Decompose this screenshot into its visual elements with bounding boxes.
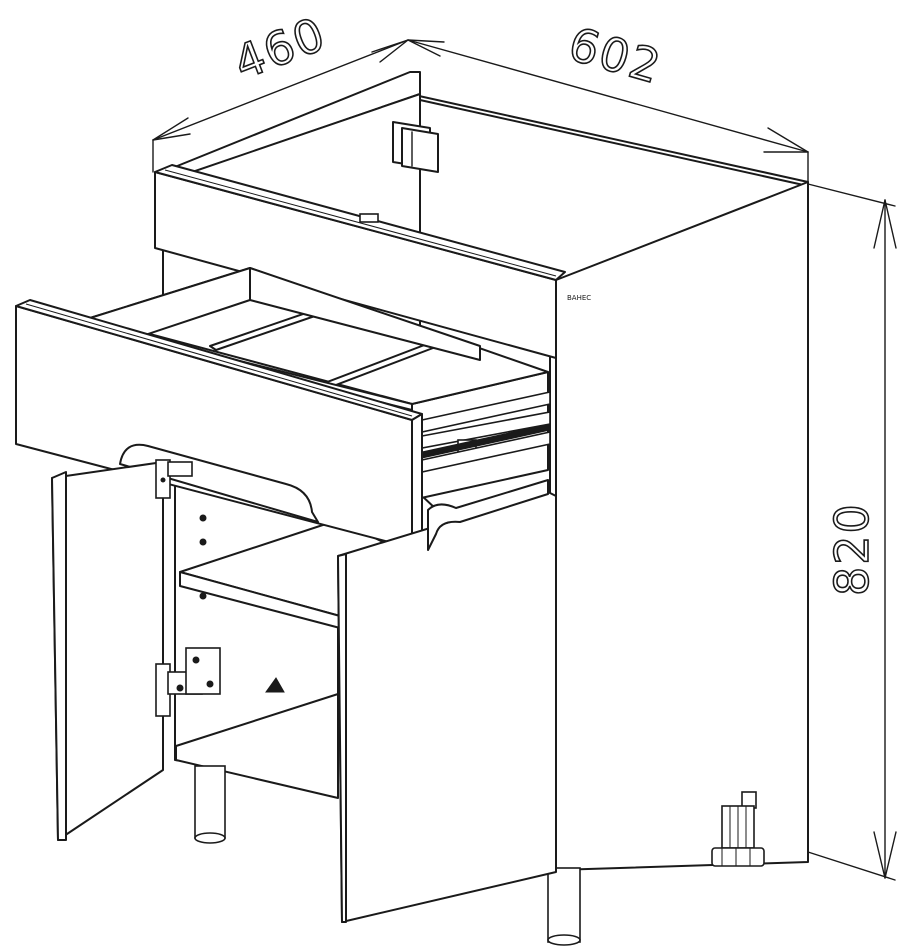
shelf-pin <box>199 592 207 600</box>
door-handle-cutout <box>427 479 549 551</box>
leg-front-right <box>547 867 581 943</box>
left-door <box>51 459 221 841</box>
leg-front-left <box>194 765 226 839</box>
brand-mark: ВАНЕС <box>567 294 591 302</box>
drawer <box>15 267 551 549</box>
hinge-upper <box>155 459 193 499</box>
rail-bolt <box>359 213 379 223</box>
dimension-height-label: 820 <box>825 502 879 596</box>
legs <box>194 765 765 946</box>
cam-lock <box>265 677 285 693</box>
dimension-width-label: 602 <box>563 17 668 95</box>
dimension-height: 820 <box>807 183 897 881</box>
dimension-depth-label: 460 <box>227 6 334 90</box>
shelf-pin <box>199 514 207 522</box>
leg-back-right <box>711 791 765 867</box>
top-connector-bracket <box>392 121 439 173</box>
shelf-pin <box>199 538 207 546</box>
bottom-panel <box>175 693 339 799</box>
right-door <box>337 479 557 923</box>
right-side-panel <box>555 181 809 871</box>
hinge-lower <box>155 647 221 717</box>
